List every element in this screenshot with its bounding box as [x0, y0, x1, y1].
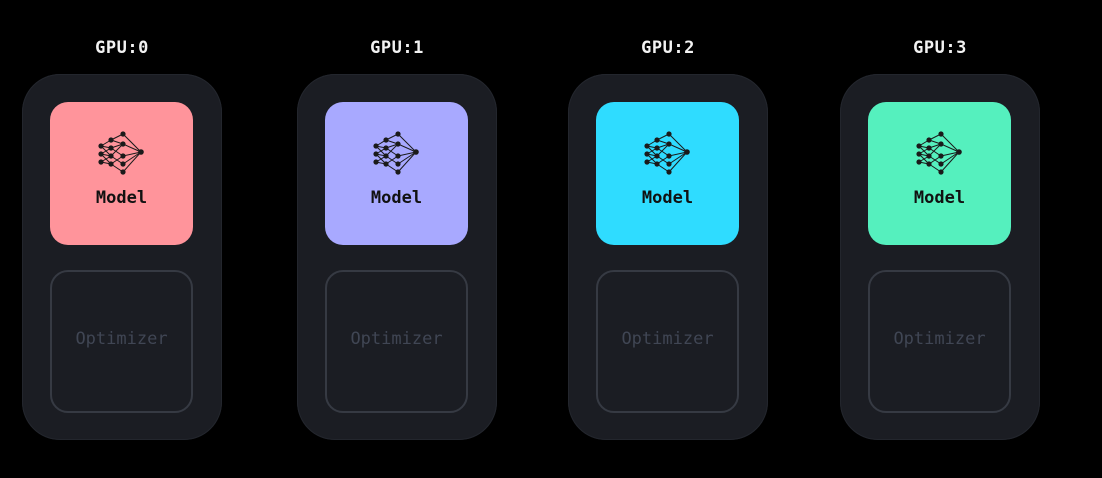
neural-network-icon — [644, 131, 690, 175]
gpu-column-3: GPU:3 — [840, 0, 1040, 478]
model-box: Model — [325, 102, 468, 245]
model-label: Model — [913, 188, 966, 208]
optimizer-box: Optimizer — [868, 270, 1011, 413]
optimizer-label: Optimizer — [350, 329, 443, 349]
model-label: Model — [370, 188, 423, 208]
gpu-column-0: GPU:0 — [22, 0, 222, 478]
gpu-card: Model Optimizer — [297, 74, 497, 440]
gpu-column-2: GPU:2 — [568, 0, 768, 478]
gpu-card: Model Optimizer — [840, 74, 1040, 440]
gpu-label: GPU:1 — [370, 38, 424, 58]
optimizer-box: Optimizer — [50, 270, 193, 413]
gpu-column-1: GPU:1 — [297, 0, 497, 478]
gpu-label: GPU:0 — [95, 38, 149, 58]
model-label: Model — [641, 188, 694, 208]
gpu-label: GPU:3 — [913, 38, 967, 58]
model-label: Model — [95, 188, 148, 208]
optimizer-box: Optimizer — [325, 270, 468, 413]
gpu-card: Model Optimizer — [568, 74, 768, 440]
gpu-label: GPU:2 — [641, 38, 695, 58]
model-box: Model — [868, 102, 1011, 245]
gpu-card: Model Optimizer — [22, 74, 222, 440]
model-box: Model — [596, 102, 739, 245]
model-box: Model — [50, 102, 193, 245]
optimizer-label: Optimizer — [893, 329, 986, 349]
optimizer-label: Optimizer — [75, 329, 168, 349]
neural-network-icon — [373, 131, 419, 175]
neural-network-icon — [916, 131, 962, 175]
neural-network-icon — [98, 131, 144, 175]
optimizer-label: Optimizer — [621, 329, 714, 349]
optimizer-box: Optimizer — [596, 270, 739, 413]
